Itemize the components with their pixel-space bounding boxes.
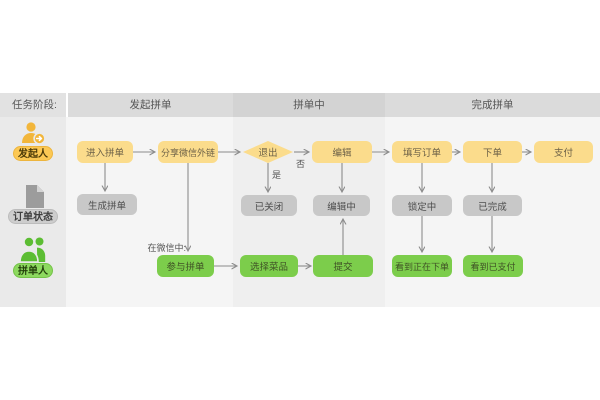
node-join-order: 参与拼单 xyxy=(157,255,214,277)
edge-label-yes: 是 xyxy=(272,170,282,180)
node-see-paid: 看到已支付 xyxy=(463,255,523,277)
node-edit: 编辑 xyxy=(312,141,372,163)
node-quit-decision: 退出 xyxy=(243,141,293,163)
column-header-complete: 完成拼单 xyxy=(385,93,600,117)
node-choose-dishes: 选择菜品 xyxy=(240,255,298,277)
decision-diamond-shape xyxy=(243,141,293,163)
sidebar-header: 任务阶段: xyxy=(0,93,66,117)
sidebar-item-order-status: 订单状态 xyxy=(8,209,58,224)
column-header-in-progress: 拼单中 xyxy=(233,93,385,117)
sidebar-item-participant: 拼单人 xyxy=(13,263,53,278)
node-share-wechat-link: 分享微信外链 xyxy=(158,141,218,163)
node-editing: 编辑中 xyxy=(313,195,370,216)
column-header-initiate: 发起拼单 xyxy=(68,93,233,117)
edge-label-no: 否 xyxy=(296,159,306,169)
node-pay: 支付 xyxy=(534,141,593,163)
node-submit: 提交 xyxy=(313,255,373,277)
initiator-person-icon xyxy=(20,121,46,147)
node-enter-order: 进入拼单 xyxy=(77,141,133,163)
document-icon xyxy=(23,184,47,209)
node-place-order: 下单 xyxy=(463,141,522,163)
node-locking: 锁定中 xyxy=(392,195,452,216)
edge-label-in-wechat: 在微信中: xyxy=(147,243,186,253)
node-order-generated: 生成拼单 xyxy=(77,194,137,215)
node-quit-label: 退出 xyxy=(258,148,278,159)
node-fill-order: 填写订单 xyxy=(392,141,452,163)
node-see-ordering: 看到正在下单 xyxy=(392,255,452,277)
node-completed: 已完成 xyxy=(463,195,522,216)
sidebar-item-initiator: 发起人 xyxy=(13,146,53,161)
node-closed: 已关闭 xyxy=(241,195,297,216)
people-icon xyxy=(18,235,48,262)
